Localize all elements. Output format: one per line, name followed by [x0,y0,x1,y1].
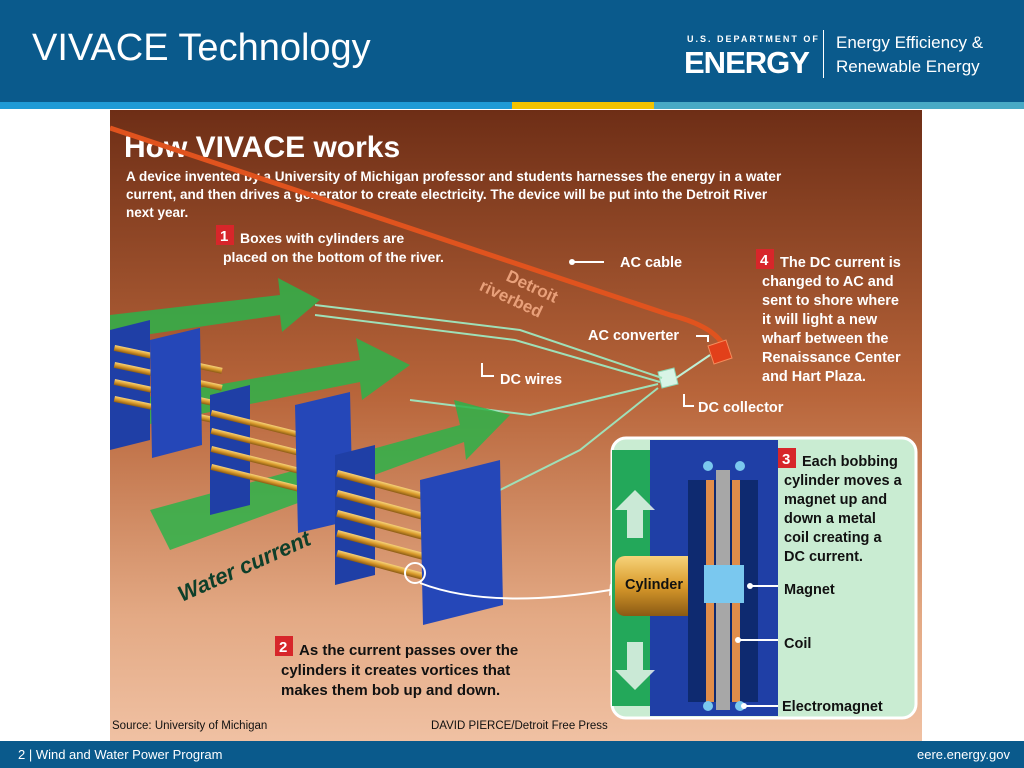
label-dc-collector: DC collector [698,400,784,416]
step-4-number: 4 [760,252,769,269]
current-arrow-1 [110,278,320,340]
vivace-infographic: How VIVACE works A device invented by a … [110,110,922,742]
stripe-segment-blue [0,102,512,109]
source-note: Source: University of Michigan [112,720,267,732]
ac-converter-pointer [696,335,709,342]
intro-line-3: next year. [126,205,188,220]
label-electromagnet: Electromagnet [782,699,883,715]
step-4-line-5: wharf between the [761,331,889,347]
cylinder-box-3 [335,445,503,625]
step-4-line-6: Renaissance Center [762,350,901,366]
step-2-badge [275,636,293,656]
step-3-badge [778,448,796,468]
intro-line-1: A device invented by a University of Mic… [126,169,782,184]
magnet-block [704,565,744,603]
step-1-line-2: placed on the bottom of the river. [223,249,444,265]
intro-line-2: current, and then drives a generator to … [126,187,768,202]
slide-title: VIVACE Technology [32,27,371,69]
step-3-line-5: coil creating a [784,530,882,546]
cylinder-illustration [615,556,705,616]
label-cylinder: Cylinder [625,577,683,593]
dc-wire-4 [499,387,659,491]
slide-footer [0,741,1024,768]
stripe-segment-teal [654,102,1024,109]
step-4-badge [756,249,774,269]
footer-website: eere.energy.gov [917,747,1010,762]
step-3-number: 3 [782,451,790,468]
dc-wire-3 [409,383,659,417]
step-4-line-1: The DC current is [780,255,901,271]
detail-pointer-arrow [419,582,611,600]
step-4-line-2: changed to AC and [762,274,894,290]
step-2-line-1: As the current passes over the [299,642,518,659]
logo-divider [823,30,824,78]
step-1-line-1: Boxes with cylinders are [240,230,404,246]
ac-cable-line [110,125,725,345]
label-dc-wires: DC wires [500,372,562,388]
step-1-badge [216,225,234,245]
step-3-line-1: Each bobbing [802,454,898,470]
dc-collector-box [657,367,679,389]
step-2-line-3: makes them bob up and down. [281,682,500,699]
dc-wire-1 [314,304,663,379]
step-3-line-2: cylinder moves a [784,473,903,489]
step-2-number: 2 [279,639,287,656]
slide-header [0,0,1024,102]
step-2-line-2: cylinders it creates vortices that [281,662,510,679]
header-color-stripe [0,102,1024,109]
stripe-segment-yellow [512,102,654,109]
electromagnet-pointer-dot [741,703,747,709]
magnet-pointer-dot [747,583,753,589]
top-electromagnet-right [735,461,745,471]
eere-line-2: Renewable Energy [836,57,980,76]
step-3-line-6: DC current. [784,549,863,565]
up-arrow-icon [615,490,655,538]
step-4-line-3: sent to shore where [762,293,899,309]
doe-logo-small-text: U.S. DEPARTMENT OF [687,34,820,44]
label-magnet: Magnet [784,582,835,598]
footer-program: 2 | Wind and Water Power Program [18,747,223,762]
cylinder-box-1 [110,320,223,458]
bottom-electromagnet-left [703,701,713,711]
step-4-line-7: and Hart Plaza. [762,369,866,385]
step-3-line-4: down a metal [784,511,876,527]
credit-note: DAVID PIERCE/Detroit Free Press [431,720,608,732]
doe-logo-wordmark: ENERGY [684,45,810,80]
collector-to-converter-link [675,354,711,379]
label-coil: Coil [784,636,811,652]
dc-collector-pointer [683,394,694,407]
down-arrow-icon [615,642,655,690]
top-electromagnet-left [703,461,713,471]
cylinder-detail-inset: Cylinder Magnet Coil Electromagnet 3 Eac… [610,436,918,720]
step-4-line-4: it will light a new [762,312,878,328]
eere-line-1: Energy Efficiency & [836,33,984,52]
step-3-line-3: magnet up and [784,492,887,508]
step-1-number: 1 [220,228,228,245]
label-ac-converter: AC converter [588,328,679,344]
coil-pointer-dot [735,637,741,643]
dc-wire-2 [314,314,661,383]
ac-converter-box [707,339,733,365]
detail-pointer-circle [404,562,426,584]
label-ac-cable: AC cable [620,255,682,271]
dc-wires-pointer [481,363,494,377]
